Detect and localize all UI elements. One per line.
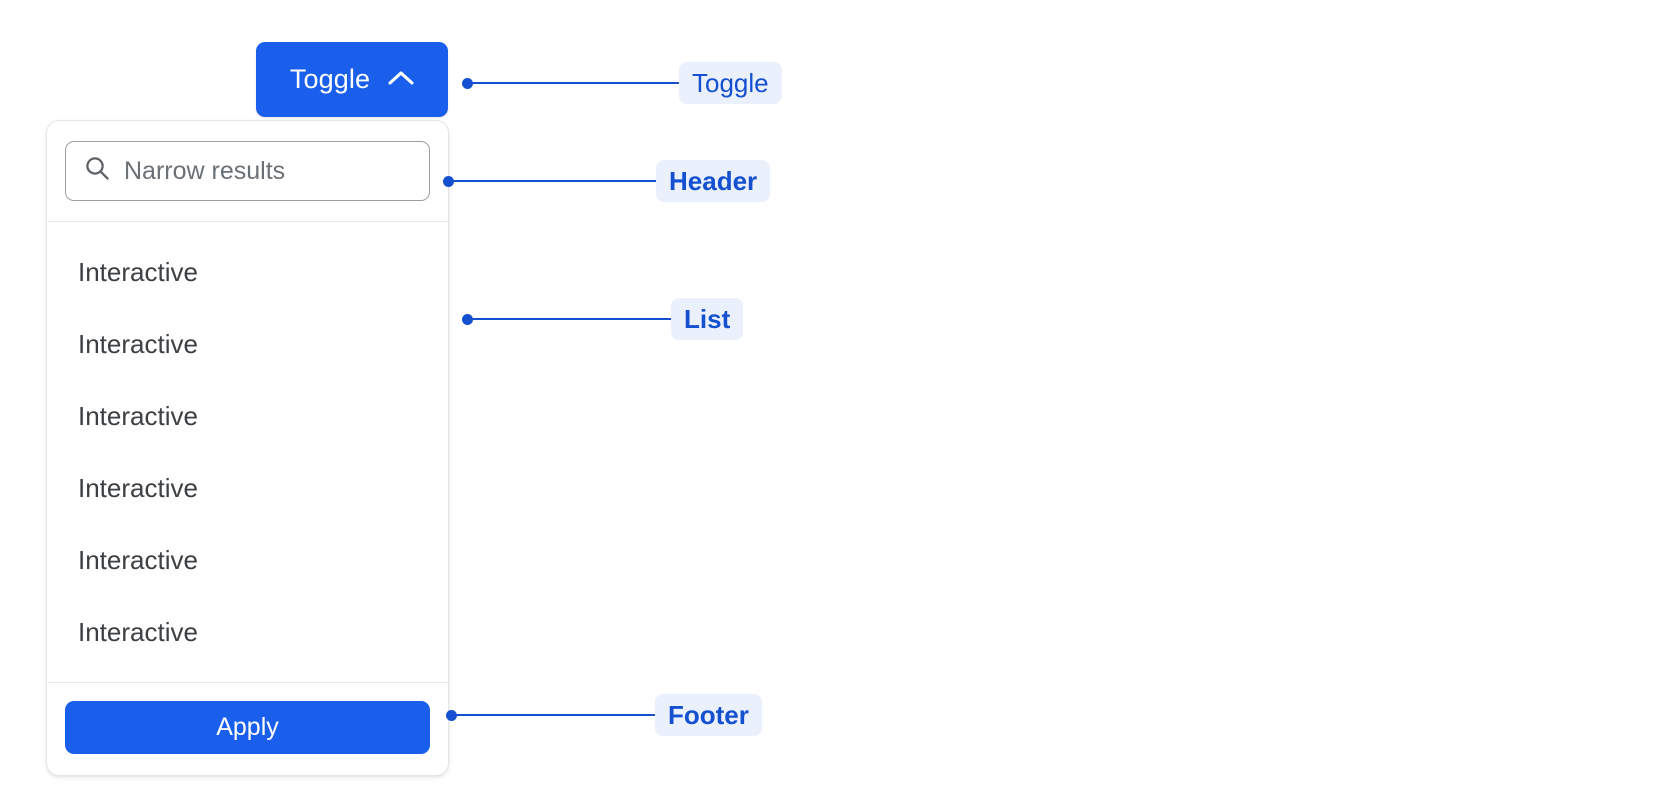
annotation-label: List: [671, 297, 744, 341]
toggle-button[interactable]: Toggle: [256, 42, 448, 117]
annotation-dot-icon: [462, 77, 473, 89]
search-input[interactable]: [124, 156, 411, 186]
annotation-dot-icon: [443, 175, 454, 187]
dropdown-footer: Apply: [47, 683, 448, 775]
list-item[interactable]: Interactive: [78, 256, 198, 287]
annotation-line: [473, 82, 679, 84]
dropdown-list: Interactive Interactive Interactive Inte…: [47, 222, 448, 682]
list-item[interactable]: Interactive: [78, 544, 198, 575]
toggle-button-label: Toggle: [289, 64, 371, 94]
apply-button[interactable]: Apply: [65, 701, 430, 754]
annotation-dot-icon: [462, 313, 473, 325]
chevron-up-icon: [388, 70, 414, 89]
annotation-line: [473, 318, 671, 320]
dropdown-panel: Interactive Interactive Interactive Inte…: [46, 120, 449, 776]
annotation-label: Header: [656, 159, 771, 203]
list-item[interactable]: Interactive: [78, 472, 198, 503]
footer-divider: [47, 682, 448, 683]
search-box[interactable]: [65, 141, 430, 201]
annotation-label: Footer: [655, 693, 762, 737]
search-icon: [84, 155, 111, 187]
list-item[interactable]: Interactive: [78, 400, 198, 431]
annotation-line: [457, 714, 655, 716]
list-item[interactable]: Interactive: [78, 328, 198, 359]
annotation-label: Toggle: [679, 61, 782, 105]
annotation-dot-icon: [446, 709, 457, 721]
list-item[interactable]: Interactive: [78, 616, 198, 647]
header-divider: [47, 221, 448, 222]
dropdown-header: [47, 121, 448, 221]
annotation-line: [454, 180, 656, 182]
